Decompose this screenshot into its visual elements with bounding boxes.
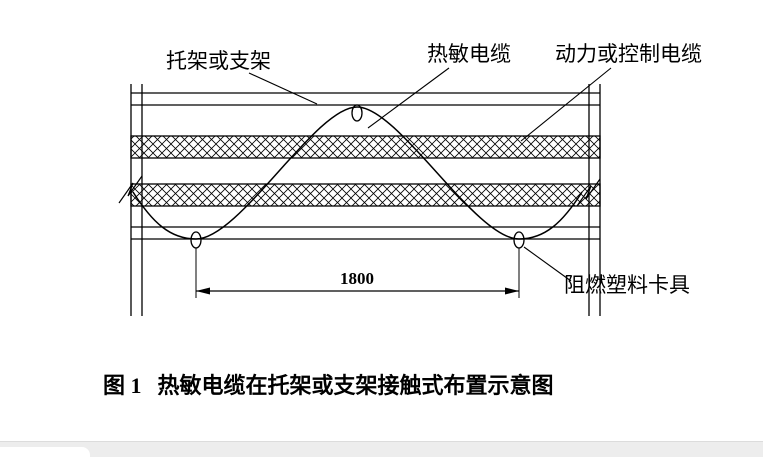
dimension-text: 1800 (340, 269, 374, 288)
leader-clamp (523, 246, 572, 282)
page-bottom-band (0, 441, 763, 457)
leader-bracket (248, 72, 318, 105)
tray-top-lines (131, 92, 600, 106)
clamp-ellipse-top (351, 104, 363, 122)
leader-heat-cable (367, 67, 450, 129)
power-cable-band-top (130, 135, 601, 159)
dimension-1800: 1800 (195, 248, 520, 298)
label-bracket: 托架或支架 (166, 49, 271, 73)
figure-caption-number: 图 1 (103, 373, 142, 398)
break-mark-left (118, 175, 143, 204)
power-cable-band-bottom (130, 183, 601, 207)
figure-caption: 图 1 热敏电缆在托架或支架接触式布置示意图 (103, 368, 554, 400)
leader-power-cable (520, 67, 612, 142)
heat-cable-curve (132, 106, 583, 240)
label-power-cable: 动力或控制电缆 (555, 42, 702, 66)
label-heat-cable: 热敏电缆 (427, 42, 511, 66)
dimension-arrow-left (196, 287, 210, 295)
clamp-ellipse-right (513, 231, 525, 249)
figure-caption-text: 热敏电缆在托架或支架接触式布置示意图 (157, 373, 554, 398)
break-mark-right (576, 178, 601, 207)
label-clamp: 阻燃塑料卡具 (564, 273, 690, 297)
page-bottom-tab (0, 447, 90, 457)
clamp-ellipse-left (190, 231, 202, 249)
dimension-arrow-right (505, 287, 519, 295)
